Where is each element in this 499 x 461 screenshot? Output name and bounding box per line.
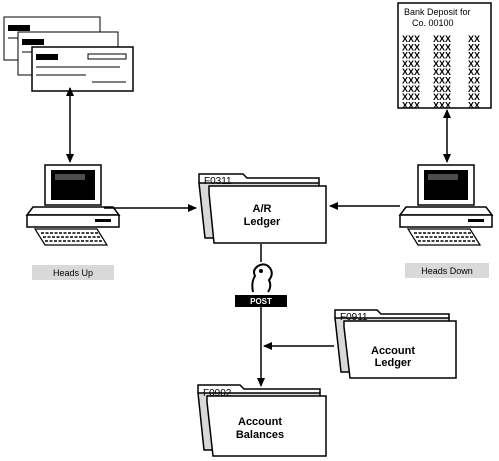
ar-ledger-line1: A/R — [253, 203, 272, 215]
bank-deposit-title-line2: Co. 00100 — [412, 18, 454, 28]
post-binder-clip-icon: POST — [235, 263, 287, 307]
heads-up-label-box — [32, 265, 114, 280]
bank-deposit-cell: XX — [468, 76, 480, 86]
heads-down-label-box — [405, 263, 489, 278]
heads-down-computer-icon — [398, 164, 494, 246]
account-ledger-folder: F0911 Account Ledger — [334, 309, 457, 379]
bank-deposit-cell: XX — [468, 92, 480, 102]
bank-deposit-cell: XXX — [402, 84, 420, 94]
post-label-box — [235, 295, 287, 307]
bank-deposit-cell: XXX — [402, 51, 420, 61]
bank-deposit-cell: XXX — [433, 51, 451, 61]
ar-ledger-tab-label: F0311 — [204, 176, 232, 187]
account-balances-line2: Balances — [236, 429, 284, 441]
heads-down-label: Heads Down — [421, 266, 473, 276]
heads-up-computer-icon — [25, 164, 121, 246]
bank-deposit-cell: XXX — [402, 34, 420, 44]
account-ledger-tab-label: F0911 — [340, 312, 368, 323]
bank-deposit-cell: XXX — [433, 67, 451, 77]
account-balances-folder: F0902 Account Balances — [197, 384, 327, 457]
ar-ledger-line2: Ledger — [244, 216, 281, 228]
ar-ledger-folder: F0311 A/R Ledger — [198, 173, 327, 244]
bank-deposit-cell: XXX — [402, 100, 420, 110]
bank-deposit-cell: XX — [468, 34, 480, 44]
account-ledger-line1: Account — [371, 345, 415, 357]
bank-deposit-cell: XXX — [402, 59, 420, 69]
account-balances-line1: Account — [238, 416, 282, 428]
bank-deposit-cell: XXX — [433, 92, 451, 102]
bank-deposit-cell: XX — [468, 51, 480, 61]
bank-deposit-cell: XXX — [433, 100, 451, 110]
bank-deposit-cell: XXX — [433, 34, 451, 44]
bank-deposit-cell: XX — [468, 42, 480, 52]
checks-stack-icon — [3, 16, 134, 92]
bank-deposit-cell: XX — [468, 59, 480, 69]
bank-deposit-cell: XX — [468, 67, 480, 77]
bank-deposit-cell: XXX — [433, 84, 451, 94]
bank-deposit-cell: XXX — [402, 67, 420, 77]
post-label: POST — [250, 297, 272, 306]
bank-deposit-cell: XXX — [433, 76, 451, 86]
bank-deposit-cell: XXX — [402, 76, 420, 86]
bank-deposit-cell: XXX — [402, 42, 420, 52]
bank-deposit-cell: XXX — [433, 42, 451, 52]
bank-deposit-cell: XXX — [402, 92, 420, 102]
bank-deposit-title-line1: Bank Deposit for — [404, 7, 471, 17]
bank-deposit-cell: XX — [468, 84, 480, 94]
account-ledger-line2: Ledger — [375, 357, 412, 369]
bank-deposit-cell: XXX — [433, 59, 451, 69]
account-balances-tab-label: F0902 — [203, 388, 232, 399]
bank-deposit-cell: XX — [468, 100, 480, 110]
heads-up-label: Heads Up — [53, 268, 93, 278]
